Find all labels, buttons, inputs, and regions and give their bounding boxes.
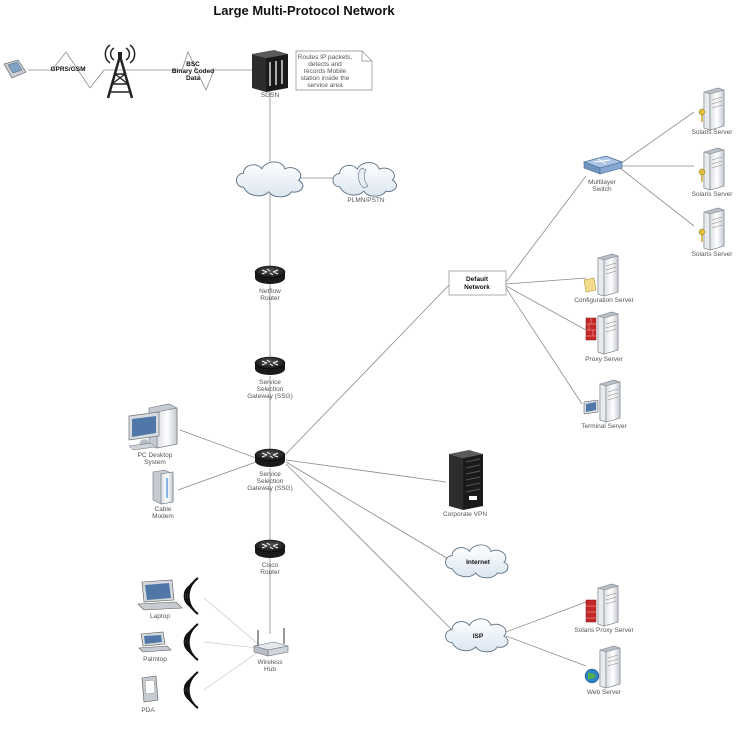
plmn-cloud-icon	[332, 162, 397, 197]
laptop-wireless-icon	[183, 577, 199, 615]
plmn-label: PLMN/PSTN	[347, 197, 385, 204]
palmtop-icon	[138, 631, 172, 653]
default-label-1: Default	[466, 276, 489, 283]
web-server-icon	[584, 645, 621, 689]
netflow-router-icon	[254, 265, 286, 285]
netflow-label-1: Netflow	[259, 288, 281, 295]
ssg1-label-3: Gateway (SSG)	[247, 393, 293, 400]
vpn-label: Corporate VPN	[443, 511, 487, 518]
ssg2-label-3: Gateway (SSG)	[247, 485, 293, 492]
laptop-icon	[137, 579, 183, 611]
ssg-router-2-icon	[254, 448, 286, 468]
antenna-tower-icon	[104, 44, 136, 99]
bsc-label-3: Data	[186, 75, 200, 82]
ssg1-label-2: Selection	[257, 386, 284, 393]
bsc-label-1: BSC	[186, 61, 200, 68]
ssg1-label-1: Service	[259, 379, 281, 386]
note-line-5: service area	[307, 82, 343, 89]
cable-modem-icon	[152, 469, 174, 505]
terminal-label: Terminal Server	[581, 423, 627, 430]
palmtop-wireless-icon	[183, 623, 199, 661]
note-line-1: Routes IP packets,	[298, 54, 353, 61]
terminal-server-icon	[583, 379, 621, 423]
cisco-label-2: Router	[260, 569, 280, 576]
pc-label-2: System	[144, 459, 166, 466]
modem-label-2: Modem	[152, 513, 174, 520]
note-line-2: detects and	[308, 61, 342, 68]
solaris-server-3-icon	[698, 207, 725, 251]
switch-label-1: Multilayer	[588, 179, 617, 186]
pc-label-1: PC Desktop	[138, 452, 173, 459]
config-label: Configuration Server	[574, 297, 634, 304]
solaris-label-2: Solaris Server	[692, 191, 734, 198]
diagram-title: Large Multi-Protocol Network	[213, 3, 395, 18]
mobile-phone-icon	[3, 59, 27, 79]
wireless-hub-icon	[253, 628, 289, 657]
wan-cloud-icon	[236, 161, 304, 198]
hub-label-1: Wireless	[258, 659, 284, 666]
laptop-label: Laptop	[150, 613, 170, 620]
isp-label: ISP	[473, 633, 484, 640]
netflow-label-2: Router	[260, 295, 280, 302]
pda-wireless-icon	[183, 671, 199, 709]
corporate-vpn-icon	[449, 450, 483, 510]
sgsn-label: SGSN	[261, 92, 280, 99]
bsc-link-icon	[181, 50, 215, 91]
connection-lines	[28, 69, 695, 691]
modem-label-1: Cable	[155, 506, 172, 513]
cisco-label-1: Cisco	[262, 562, 279, 569]
default-label-2: Network	[464, 284, 490, 291]
multilayer-switch-icon	[582, 155, 624, 175]
internet-label: Internet	[466, 559, 491, 566]
sgsn-cabinet-icon	[252, 50, 288, 92]
solaris-server-2-icon	[698, 147, 725, 191]
pc-desktop-icon	[128, 403, 178, 451]
pda-icon	[141, 675, 159, 703]
note-line-4: station inside the	[301, 75, 350, 82]
gprs-link-icon	[51, 51, 105, 89]
gprs-label: GPRS/GSM	[50, 66, 85, 73]
sgsn-note: Routes IP packets, detects and records M…	[295, 50, 373, 91]
note-line-3: records Mobile	[304, 68, 347, 75]
ssg-router-1-icon	[254, 356, 286, 376]
configuration-server-icon	[583, 253, 619, 297]
palmtop-label: Palmtop	[143, 656, 167, 663]
pda-label: PDA	[141, 707, 155, 714]
ssg2-label-1: Service	[259, 471, 281, 478]
default-network-box: Default Network	[448, 270, 507, 296]
solaris-label-1: Solaris Server	[692, 129, 734, 136]
ssg2-label-2: Selection	[257, 478, 284, 485]
solaris-proxy-server-icon	[585, 583, 619, 627]
solaris-server-1-icon	[698, 87, 725, 131]
proxy-server-icon	[585, 311, 619, 355]
bsc-label-2: Binary Coded	[172, 68, 214, 75]
solaris-label-3: Solaris Server	[692, 251, 734, 258]
hub-label-2: Hub	[264, 666, 276, 673]
solaris-proxy-label: Solaris Proxy Server	[574, 627, 634, 634]
web-label: Web Server	[587, 689, 622, 696]
cisco-router-icon	[254, 539, 286, 559]
proxy-label: Proxy Server	[585, 356, 623, 363]
switch-label-2: Switch	[592, 186, 612, 193]
